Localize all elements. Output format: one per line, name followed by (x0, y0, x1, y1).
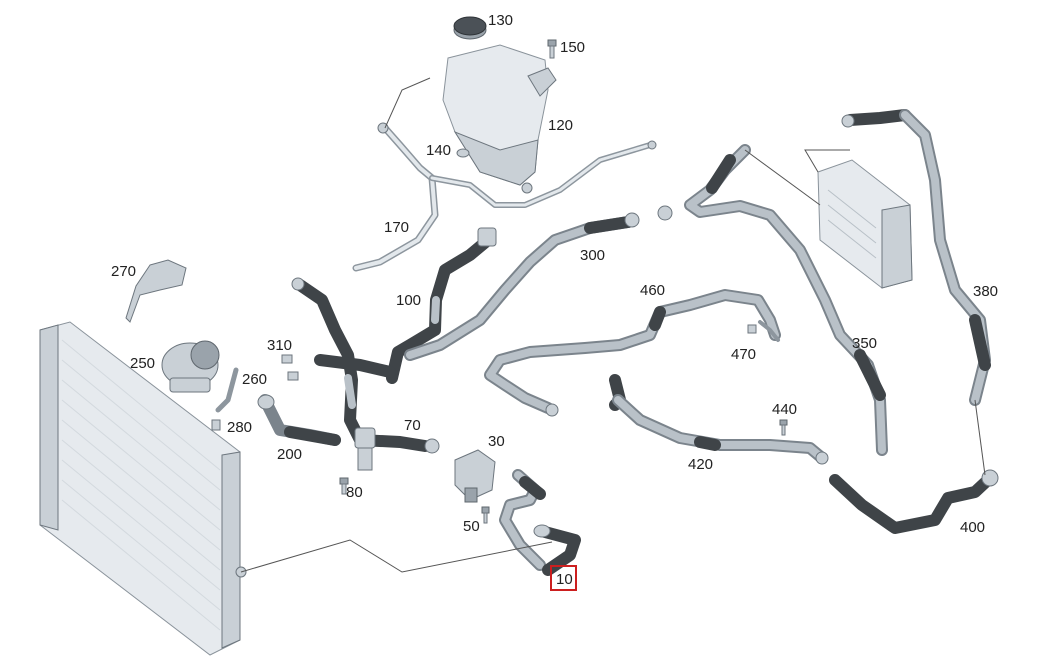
label-280[interactable]: 280 (227, 419, 252, 436)
expansion-tank[interactable] (442, 44, 557, 194)
label-310[interactable]: 310 (267, 337, 292, 354)
bolt-150[interactable] (547, 39, 557, 59)
label-100[interactable]: 100 (396, 292, 421, 309)
label-420[interactable]: 420 (688, 456, 713, 473)
label-400[interactable]: 400 (960, 519, 985, 536)
label-80[interactable]: 80 (346, 484, 363, 501)
radiator[interactable] (39, 321, 247, 656)
hose-420[interactable] (609, 374, 829, 465)
pipe-170[interactable] (352, 122, 657, 272)
label-350[interactable]: 350 (852, 335, 877, 352)
reservoir-cap[interactable] (453, 16, 487, 40)
label-380[interactable]: 380 (973, 283, 998, 300)
pump-250[interactable] (161, 340, 220, 393)
label-150[interactable]: 150 (560, 39, 585, 56)
label-120[interactable]: 120 (548, 117, 573, 134)
bolt-280[interactable] (211, 419, 221, 431)
clip-140[interactable] (456, 148, 470, 158)
control-module[interactable] (817, 159, 913, 289)
hose-400[interactable] (829, 469, 999, 534)
label-270[interactable]: 270 (111, 263, 136, 280)
hose-70[interactable] (291, 277, 440, 471)
bolt-50[interactable] (481, 506, 490, 524)
label-170[interactable]: 170 (384, 219, 409, 236)
bracket-270[interactable] (125, 259, 187, 323)
hose-460[interactable] (484, 289, 781, 417)
hose-380[interactable] (841, 109, 991, 406)
hose-350[interactable] (657, 144, 888, 456)
connector-310[interactable] (281, 354, 299, 381)
label-200[interactable]: 200 (277, 446, 302, 463)
label-300[interactable]: 300 (580, 247, 605, 264)
highlight-box-10 (550, 565, 577, 591)
label-260[interactable]: 260 (242, 371, 267, 388)
label-460[interactable]: 460 (640, 282, 665, 299)
hose-100[interactable] (386, 227, 497, 384)
hose-300[interactable] (404, 212, 640, 361)
label-250[interactable]: 250 (130, 355, 155, 372)
bolt-440[interactable] (779, 419, 788, 436)
label-10[interactable]: 10 (556, 571, 573, 588)
label-130[interactable]: 130 (488, 12, 513, 29)
label-70[interactable]: 70 (404, 417, 421, 434)
label-30[interactable]: 30 (488, 433, 505, 450)
label-140[interactable]: 140 (426, 142, 451, 159)
hose-200[interactable] (257, 394, 341, 446)
label-440[interactable]: 440 (772, 401, 797, 418)
leader-lines (240, 77, 986, 573)
label-50[interactable]: 50 (463, 518, 480, 535)
bracket-260[interactable] (215, 367, 239, 413)
hose-10[interactable] (499, 469, 581, 576)
valve-30[interactable] (454, 449, 496, 503)
part-labels: 130 150 120 140 170 270 100 300 380 460 … (111, 12, 998, 591)
clip-470[interactable] (747, 320, 780, 342)
label-470[interactable]: 470 (731, 346, 756, 363)
bolt-80[interactable] (339, 477, 349, 495)
